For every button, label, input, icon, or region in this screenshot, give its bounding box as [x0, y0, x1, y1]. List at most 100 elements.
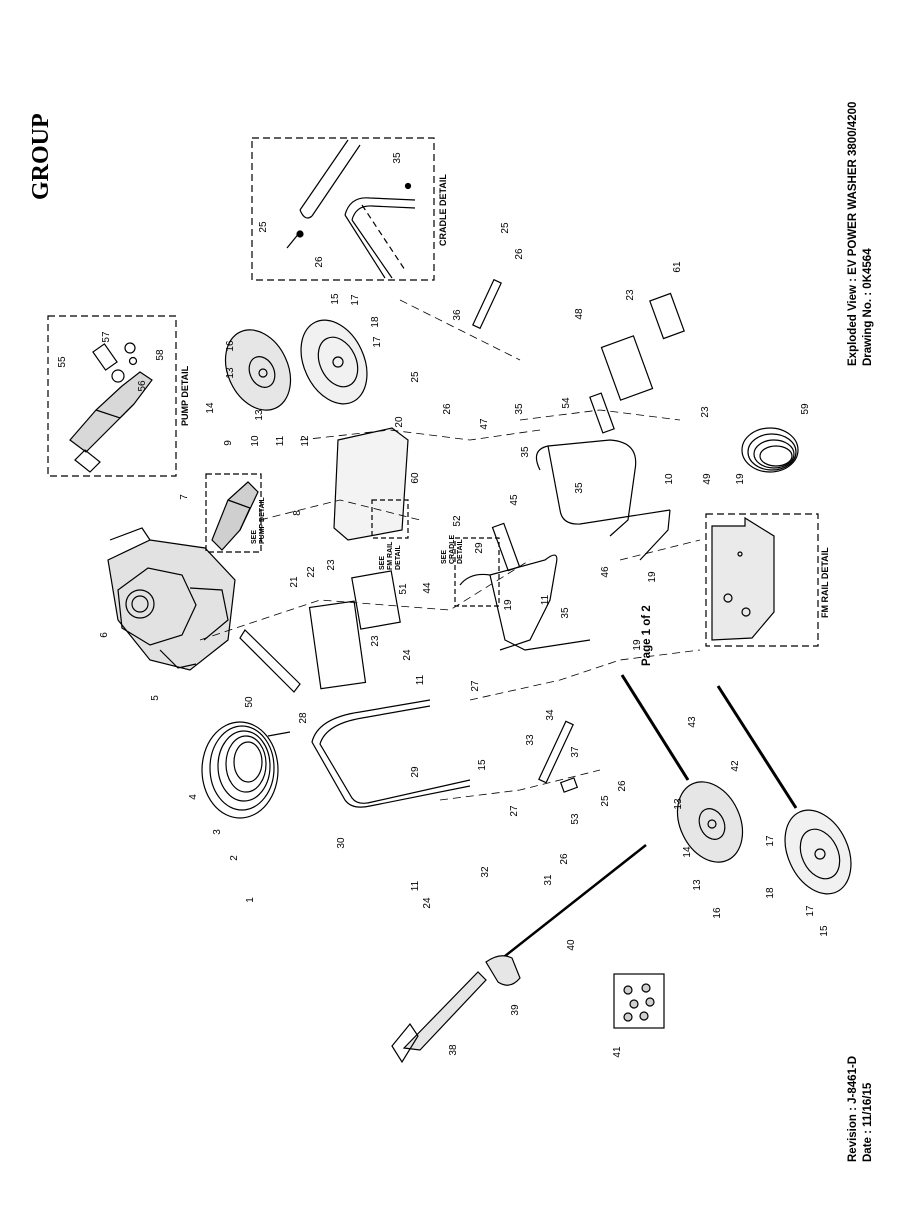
part-callout-13: 13 — [225, 367, 236, 379]
part-callout-20: 20 — [394, 416, 405, 428]
part-callout-61: 61 — [672, 261, 683, 273]
see-fm-rail-label-2: FM RAIL — [387, 541, 394, 570]
axle-42 — [716, 685, 798, 809]
part-callout-27: 27 — [470, 680, 481, 692]
engine-illustration — [107, 527, 236, 671]
part-callout-27: 27 — [509, 805, 520, 817]
part-callout-13: 13 — [254, 409, 265, 421]
fm-rail-detail-label: FM RAIL DETAIL — [820, 547, 830, 618]
part-callout-11: 11 — [415, 674, 426, 685]
part-callout-35: 35 — [520, 446, 531, 458]
part-callout-12: 12 — [300, 435, 311, 447]
part-callout-13: 13 — [692, 879, 703, 891]
part-callout-51: 51 — [398, 583, 409, 595]
part-callout-18: 18 — [370, 316, 381, 328]
part-callout-2: 2 — [229, 855, 240, 861]
bracket-48 — [600, 335, 654, 401]
part-callout-43: 43 — [687, 716, 698, 728]
part-callout-10: 10 — [250, 435, 261, 447]
part-callout-26: 26 — [442, 403, 453, 415]
pump-detail-label: PUMP DETAIL — [180, 365, 190, 426]
part-callout-23: 23 — [370, 635, 381, 647]
part-callout-55: 55 — [57, 356, 68, 368]
part-callout-16: 16 — [712, 907, 723, 919]
handle-illustration — [311, 699, 471, 808]
part-callout-17: 17 — [765, 835, 776, 847]
part-callout-29: 29 — [474, 542, 485, 554]
main-pump-illustration — [205, 473, 262, 553]
page-number: Page 1 of 2 — [641, 605, 653, 666]
part-callout-13: 13 — [673, 798, 684, 810]
see-pump-detail-label-2: PUMP DETAIL — [259, 496, 266, 544]
cross-plate-22 — [308, 600, 367, 690]
pump-detail-box — [47, 315, 177, 477]
part-callout-14: 14 — [205, 402, 216, 414]
group-title: GROUP — [28, 113, 54, 200]
part-callout-45: 45 — [509, 494, 520, 506]
see-cradle-label-2: CRADLE — [449, 535, 456, 564]
part-callout-15: 15 — [819, 925, 830, 937]
part-callout-1: 1 — [245, 897, 256, 903]
part-callout-56: 56 — [137, 380, 148, 392]
strip-51 — [351, 570, 401, 630]
part-callout-50: 50 — [244, 696, 255, 708]
fm-rail-illustration — [711, 516, 775, 641]
nozzle-kit-box — [613, 973, 665, 1029]
part-callout-26: 26 — [617, 780, 628, 792]
see-cradle-label-1: SEE — [441, 550, 448, 564]
part-callout-6: 6 — [99, 632, 110, 638]
see-fm-rail-label-1: SEE — [379, 556, 386, 570]
part-callout-11: 11 — [540, 594, 551, 605]
part-callout-35: 35 — [392, 152, 403, 164]
part-callout-24: 24 — [402, 649, 413, 661]
part-callout-49: 49 — [702, 473, 713, 485]
part-callout-44: 44 — [422, 582, 433, 594]
part-callout-58: 58 — [155, 349, 166, 361]
part-callout-15: 15 — [477, 759, 488, 771]
part-callout-35: 35 — [560, 607, 571, 619]
exploded-view-title: Exploded View : EV POWER WASHER 3800/420… — [847, 101, 859, 366]
part-callout-4: 4 — [188, 794, 199, 800]
drawing-number: Drawing No. : 0K4564 — [862, 248, 874, 366]
see-cradle-label-3: DETAIL — [457, 539, 464, 564]
strip-54 — [589, 392, 615, 434]
part-callout-28: 28 — [298, 712, 309, 724]
part-callout-9: 9 — [223, 440, 234, 446]
part-callout-15: 15 — [330, 293, 341, 305]
part-callout-11: 11 — [410, 880, 421, 891]
part-callout-23: 23 — [326, 559, 337, 571]
hose-illustration — [201, 721, 291, 819]
part-callout-26: 26 — [559, 853, 570, 865]
part-callout-18: 18 — [765, 887, 776, 899]
part-callout-26: 26 — [514, 248, 525, 260]
frame-illustration — [454, 439, 671, 651]
part-callout-30: 30 — [336, 837, 347, 849]
part-callout-23: 23 — [625, 289, 636, 301]
part-callout-33: 33 — [525, 734, 536, 746]
part-callout-37: 37 — [570, 746, 581, 758]
bumper-50 — [239, 629, 301, 693]
hose-reel-illustration — [741, 427, 799, 473]
part-callout-16: 16 — [225, 340, 236, 352]
part-callout-36: 36 — [452, 309, 463, 321]
see-pump-detail-label-1: SEE — [251, 530, 258, 544]
part-callout-26: 26 — [314, 256, 325, 268]
part-callout-23: 23 — [700, 406, 711, 418]
part-callout-46: 46 — [600, 566, 611, 578]
part-callout-24: 24 — [422, 897, 433, 909]
part-callout-38: 38 — [448, 1044, 459, 1056]
part-callout-31: 31 — [543, 874, 554, 886]
part-callout-25: 25 — [600, 795, 611, 807]
base-plate-illustration — [333, 427, 409, 541]
part-callout-34: 34 — [545, 709, 556, 721]
part-callout-17: 17 — [372, 336, 383, 348]
part-callout-29: 29 — [410, 766, 421, 778]
clip-53 — [559, 777, 579, 793]
part-callout-40: 40 — [566, 939, 577, 951]
part-callout-19: 19 — [735, 473, 746, 485]
part-callout-32: 32 — [480, 866, 491, 878]
cradle-detail-label: CRADLE DETAIL — [438, 174, 448, 246]
bottom-wheel-right — [784, 809, 852, 895]
